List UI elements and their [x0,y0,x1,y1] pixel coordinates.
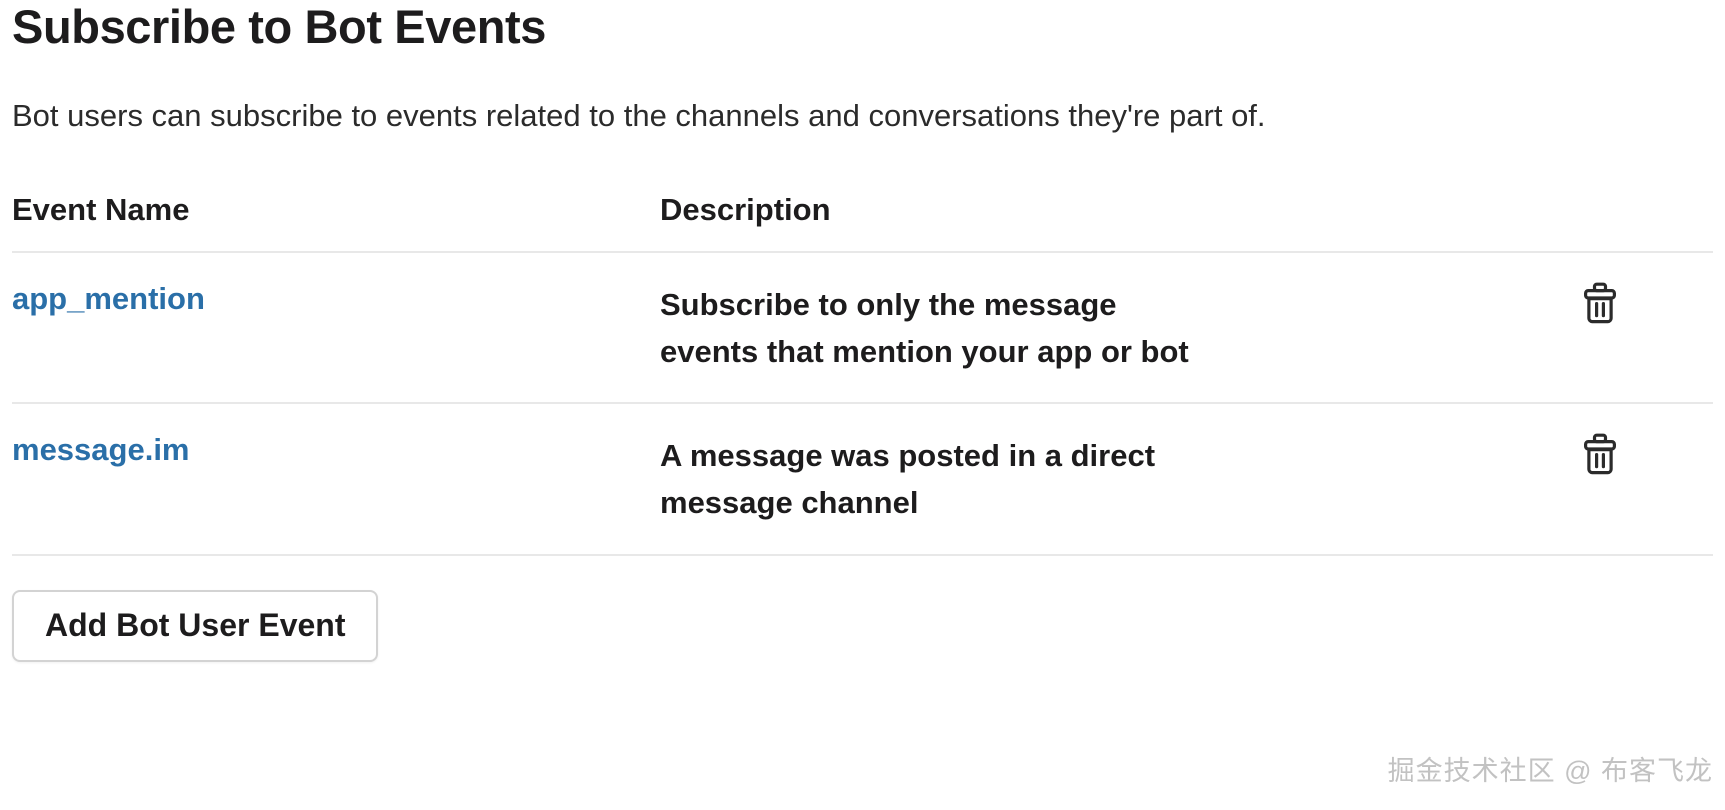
cell-description: A message was posted in a direct message… [660,403,1580,556]
add-bot-user-event-button[interactable]: Add Bot User Event [12,589,379,662]
cell-actions [1580,403,1713,556]
cell-actions [1580,252,1713,405]
page-subtitle: Bot users can subscribe to events relate… [12,98,1266,134]
watermark: 掘金技术社区 @ 布客飞龙 [1387,756,1713,786]
event-name-link-app-mention[interactable]: app_mention [12,281,205,317]
cell-description: Subscribe to only the message events tha… [660,252,1580,405]
table-body: app_mention Subscribe to only the messag… [12,252,1713,556]
page-title: Subscribe to Bot Events [12,0,547,53]
cell-event-name: app_mention [12,252,660,405]
event-name-link-message-im[interactable]: message.im [12,432,190,468]
cell-event-name: message.im [12,403,660,556]
table-header: Event Name Description [12,192,1713,253]
table-row: app_mention Subscribe to only the messag… [12,252,1713,405]
delete-event-button-app-mention[interactable] [1580,281,1620,325]
trash-icon [1580,432,1620,476]
column-header-actions [1580,192,1713,252]
table-row: message.im A message was posted in a dir… [12,403,1713,556]
event-description: A message was posted in a direct message… [660,438,1156,521]
event-description: Subscribe to only the message events tha… [660,287,1189,370]
table-header-row: Event Name Description [12,192,1713,253]
trash-icon [1580,281,1620,325]
delete-event-button-message-im[interactable] [1580,432,1620,476]
bot-events-table: Event Name Description app_mention Subsc… [12,192,1713,556]
column-header-description: Description [660,192,831,228]
column-header-event-name: Event Name [12,192,190,228]
